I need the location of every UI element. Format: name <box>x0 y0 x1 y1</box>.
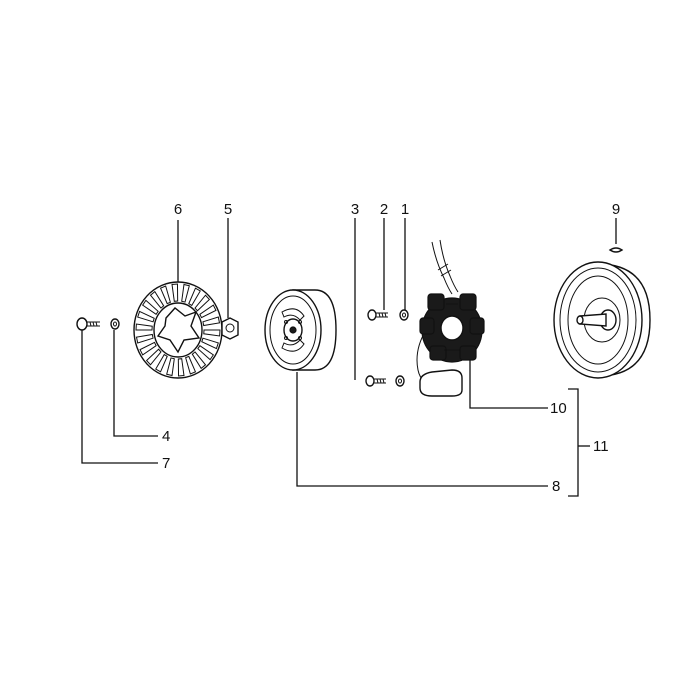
fan-fin <box>201 337 219 350</box>
callout-label-6: 6 <box>174 201 182 218</box>
fan-fin <box>137 310 155 323</box>
callout-label-11: 11 <box>593 438 609 455</box>
key-icon <box>608 247 624 253</box>
callout-label-8: 8 <box>552 478 560 495</box>
washer-icon <box>110 318 120 330</box>
callout-label-4: 4 <box>162 428 170 445</box>
fan-fin <box>135 323 153 331</box>
fan-fin <box>185 355 197 375</box>
flywheel-rotor-icon <box>264 289 337 371</box>
stator-icon <box>416 239 485 397</box>
fan-fin <box>202 316 221 327</box>
fan-fin <box>177 358 185 377</box>
nut-icon <box>221 317 239 340</box>
fan-fin <box>203 329 221 337</box>
fan-fin <box>149 290 165 309</box>
callout-label-5: 5 <box>224 201 232 218</box>
fan-fin <box>155 353 168 373</box>
callout-label-10: 10 <box>550 400 567 417</box>
screw-icon <box>365 375 386 387</box>
leader-lines <box>81 218 617 497</box>
fan-fin <box>181 283 190 303</box>
fan-fin <box>145 348 162 366</box>
callout-label-7: 7 <box>162 455 170 472</box>
fan-fin <box>139 341 157 356</box>
washer-icon <box>399 309 409 321</box>
fan-fin <box>141 299 159 316</box>
fan-fin <box>159 285 171 305</box>
washer-icon <box>395 375 405 387</box>
cooling-fan-icon <box>133 281 223 379</box>
fan-fin <box>171 283 179 302</box>
fan-fin <box>135 333 154 344</box>
callout-labels: 1 2 3 4 5 6 7 8 9 10 11 <box>162 201 620 495</box>
callout-label-1: 1 <box>401 201 409 218</box>
screw-icon <box>76 317 100 331</box>
fan-fin <box>188 287 201 307</box>
screw-icon <box>367 309 388 321</box>
fan-fin <box>194 294 211 312</box>
fan-fin <box>166 357 175 377</box>
crankcase-shaft <box>553 261 651 379</box>
fan-fin <box>191 351 207 370</box>
callout-label-9: 9 <box>612 201 620 218</box>
fan-fin <box>197 344 215 361</box>
callout-label-2: 2 <box>380 201 388 218</box>
fan-fin <box>199 304 217 319</box>
callout-label-3: 3 <box>351 201 359 218</box>
